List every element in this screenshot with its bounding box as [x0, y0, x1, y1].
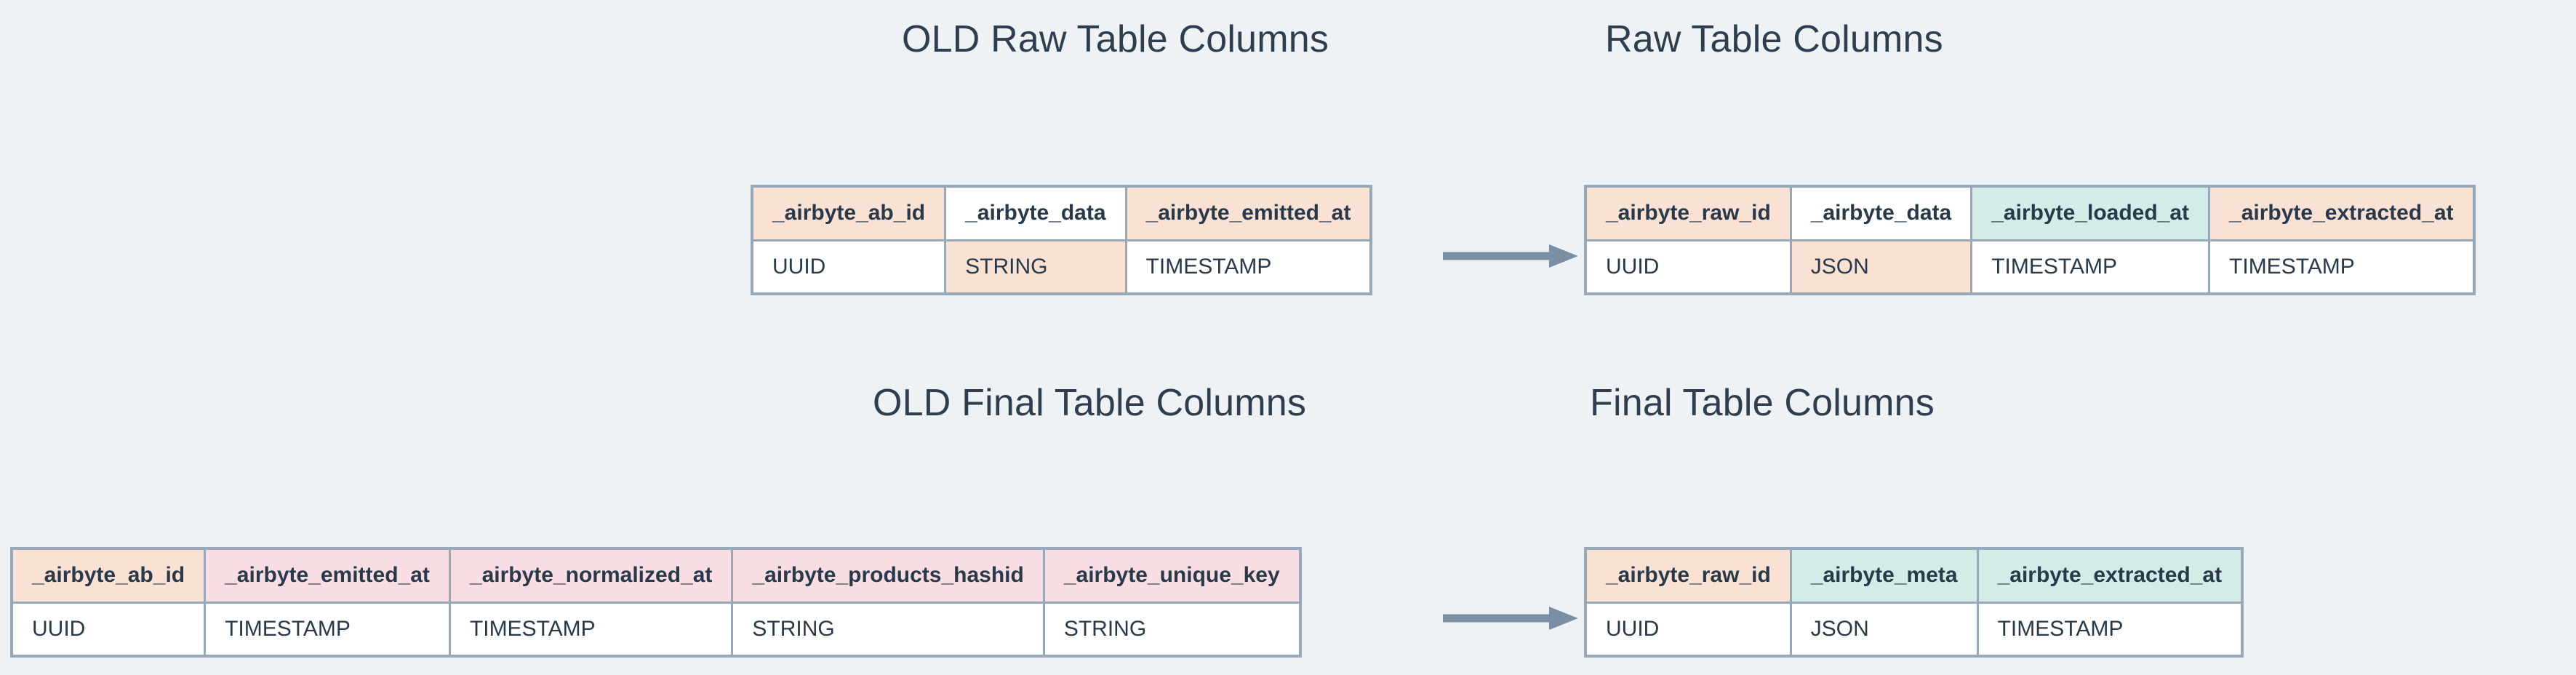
table-header-row: _airbyte_ab_id_airbyte_emitted_at_airbyt…: [10, 547, 1302, 604]
column-header-cell: _airbyte_meta: [1789, 547, 1979, 604]
column-type-cell: STRING: [944, 239, 1127, 295]
column-header-cell: _airbyte_normalized_at: [448, 547, 734, 604]
column-type-cell: TIMESTAMP: [448, 601, 734, 658]
column-header-cell: _airbyte_unique_key: [1042, 547, 1302, 604]
column-type-cell: UUID: [1584, 601, 1792, 658]
column-type-cell: JSON: [1789, 239, 1973, 295]
table-old-raw-columns: _airbyte_ab_id_airbyte_data_airbyte_emit…: [751, 185, 1373, 295]
column-type-cell: JSON: [1789, 601, 1979, 658]
column-header-cell: _airbyte_data: [944, 185, 1127, 241]
table-header-row: _airbyte_ab_id_airbyte_data_airbyte_emit…: [751, 185, 1372, 241]
column-header-cell: _airbyte_ab_id: [10, 547, 207, 604]
column-type-cell: TIMESTAMP: [204, 601, 451, 658]
section-title-final-table: Final Table Columns: [1590, 382, 1935, 424]
table-final-columns: _airbyte_raw_id_airbyte_meta_airbyte_ext…: [1584, 547, 2244, 658]
column-header-cell: _airbyte_loaded_at: [1970, 185, 2211, 241]
column-type-cell: STRING: [1042, 601, 1302, 658]
table-raw-columns: _airbyte_raw_id_airbyte_data_airbyte_loa…: [1584, 185, 2476, 295]
column-header-cell: _airbyte_extracted_at: [2208, 185, 2476, 241]
column-header-cell: _airbyte_ab_id: [751, 185, 947, 241]
final-table-transform-arrow-icon: [1443, 607, 1578, 630]
table-old-final-columns: _airbyte_ab_id_airbyte_emitted_at_airbyt…: [10, 547, 1302, 658]
column-type-cell: UUID: [751, 239, 947, 295]
section-title-raw-table: Raw Table Columns: [1605, 18, 1943, 60]
column-type-cell: UUID: [10, 601, 207, 658]
column-header-cell: _airbyte_extracted_at: [1976, 547, 2244, 604]
raw-table-transform-arrow-icon: [1443, 244, 1578, 268]
column-header-cell: _airbyte_data: [1789, 185, 1973, 241]
column-header-cell: _airbyte_raw_id: [1584, 547, 1792, 604]
column-header-cell: _airbyte_raw_id: [1584, 185, 1792, 241]
column-header-cell: _airbyte_emitted_at: [204, 547, 451, 604]
column-type-cell: STRING: [731, 601, 1045, 658]
column-type-cell: TIMESTAMP: [1976, 601, 2244, 658]
column-type-cell: TIMESTAMP: [1970, 239, 2211, 295]
column-type-cell: TIMESTAMP: [1124, 239, 1372, 295]
table-header-row: _airbyte_raw_id_airbyte_meta_airbyte_ext…: [1584, 547, 2244, 604]
column-header-cell: _airbyte_emitted_at: [1124, 185, 1372, 241]
column-header-cell: _airbyte_products_hashid: [731, 547, 1045, 604]
table-header-row: _airbyte_raw_id_airbyte_data_airbyte_loa…: [1584, 185, 2476, 241]
column-type-cell: TIMESTAMP: [2208, 239, 2476, 295]
section-title-old-raw-table: OLD Raw Table Columns: [902, 18, 1329, 60]
column-type-cell: UUID: [1584, 239, 1792, 295]
section-title-old-final-table: OLD Final Table Columns: [873, 382, 1307, 424]
